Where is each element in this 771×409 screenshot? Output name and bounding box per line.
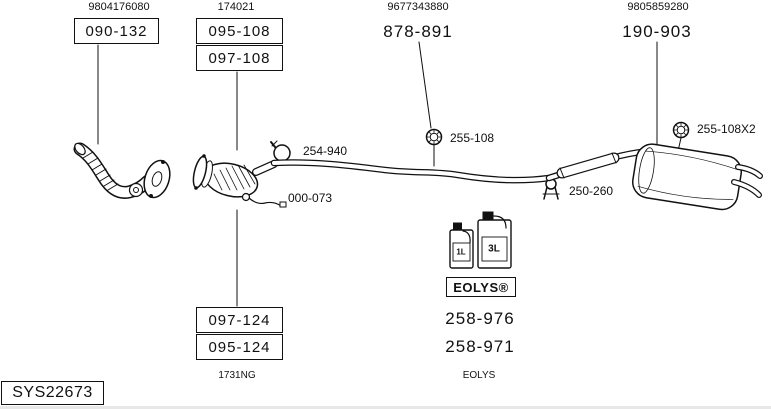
system-code-box: SYS22673 <box>1 381 104 405</box>
rear-ring-clamp-icon <box>672 121 690 139</box>
part-label-additive-1: 258-976 <box>445 309 515 328</box>
fitting-label-front-clamp: 254-940 <box>303 144 348 158</box>
rear-muffler-drawing <box>631 143 763 211</box>
fitting-label-rear-clamp: 250-260 <box>569 184 614 198</box>
eolys-bottle-large-drawing <box>477 211 512 269</box>
tailpipe-drawing <box>731 164 763 198</box>
leader-lines <box>97 41 682 307</box>
fitting-label-rear-ring-clamp: 255-108X2 <box>697 122 756 136</box>
rear-pipe-drawing <box>545 148 646 182</box>
oem-ref-catalyst: 174021 <box>217 1 255 13</box>
eolys-brand-box: EOLYS® <box>446 277 516 297</box>
bottle-volume-large: 3L <box>488 243 500 255</box>
part-box-front-pipe: 090-132 <box>74 18 159 44</box>
page-bottom-edge <box>0 406 771 409</box>
fitting-label-center-ring-clamp: 255-108 <box>450 131 495 145</box>
part-label-rear-muffler: 190-903 <box>622 22 692 41</box>
part-box-catalyst-lower-1: 097-124 <box>196 307 283 333</box>
center-ring-clamp-icon <box>425 128 443 146</box>
part-label-center-pipe: 878-891 <box>383 22 453 41</box>
eolys-bottle-small-drawing <box>449 222 474 269</box>
part-box-catalyst-1: 095-108 <box>196 18 283 44</box>
oem-ref-front-pipe: 9804176080 <box>88 1 150 13</box>
footnote-eolys: EOLYS <box>462 370 496 381</box>
catalytic-converter-drawing <box>192 154 278 198</box>
part-box-catalyst-2: 097-108 <box>196 45 283 71</box>
footnote-1731ng: 1731NG <box>218 370 256 381</box>
oem-ref-rear-muffler: 9805859280 <box>627 1 689 13</box>
front-flange-drawing <box>143 159 171 199</box>
part-box-catalyst-lower-2: 095-124 <box>196 334 283 360</box>
sensor-wire-drawing <box>241 192 287 208</box>
oem-ref-center-pipe: 9677343880 <box>387 1 449 13</box>
rear-clamp-icon <box>542 178 560 200</box>
bottle-volume-small: 1L <box>456 247 466 257</box>
pipe-clamp-icon <box>270 140 291 162</box>
fitting-label-sensor-kit: 000-073 <box>288 191 333 205</box>
center-pipe-drawing <box>270 159 553 184</box>
front-flex-pipe-drawing <box>73 142 171 199</box>
part-label-additive-2: 258-971 <box>445 337 515 356</box>
